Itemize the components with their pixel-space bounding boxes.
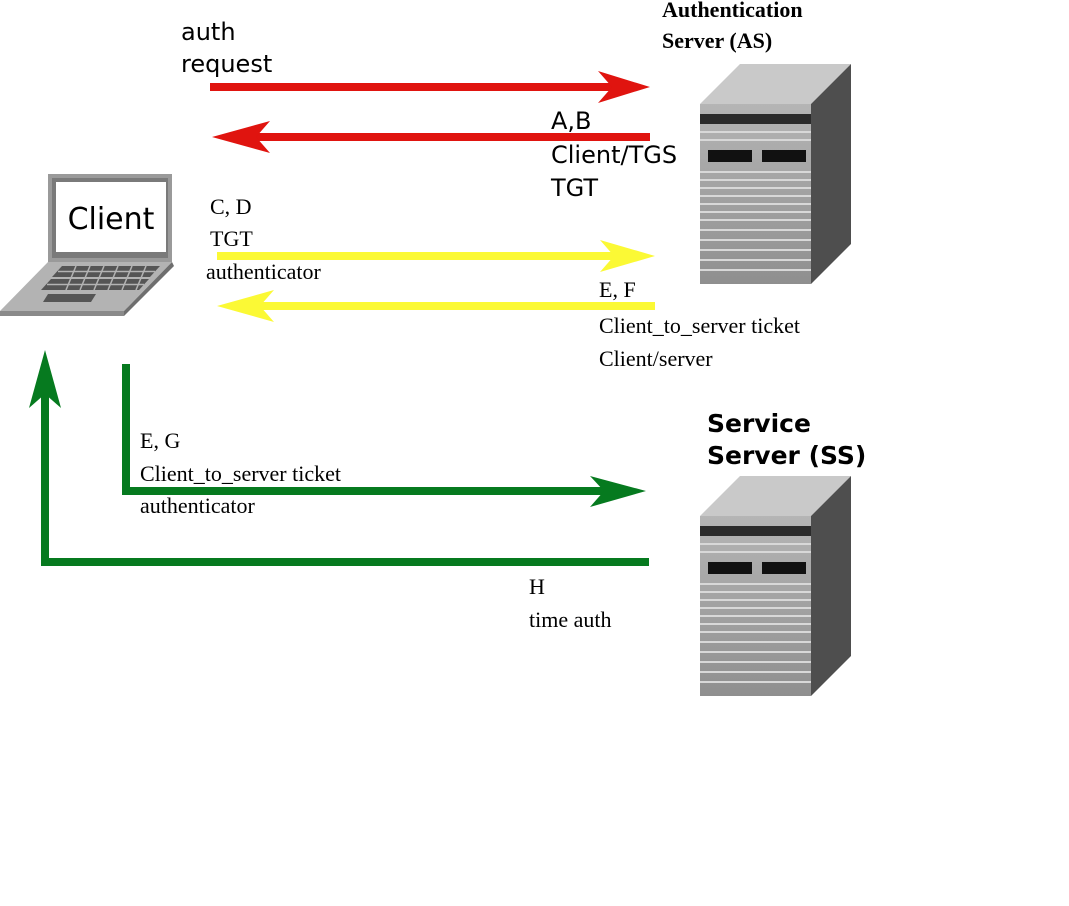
client-laptop-icon: Client [0,174,174,316]
ef-line3: Client/server [599,346,713,371]
auth-request-label: auth request [181,18,272,78]
service-server-title-line2: Server (SS) [707,441,866,470]
h-line2: time auth [529,607,611,632]
ab-label: A,B Client/TGS TGT [550,107,677,202]
cd-line1: C, D [210,194,252,219]
eg-request-arrow [122,364,646,507]
ab-response-arrow [212,121,650,153]
cd-line3: authenticator [206,259,322,284]
ab-line2: Client/TGS [551,141,677,169]
eg-label: E, G Client_to_server ticket authenticat… [140,428,341,518]
auth-request-line2: request [181,50,272,78]
h-line1: H [529,574,545,599]
authentication-server-icon [700,64,851,284]
ab-line1: A,B [551,107,592,135]
h-label: H time auth [529,574,611,632]
service-server-icon [700,476,851,696]
ef-line2: Client_to_server ticket [599,313,800,338]
cd-request-arrow [217,240,655,272]
auth-server-title-line2: Server (AS) [662,28,772,53]
eg-line3: authenticator [140,493,256,518]
h-response-arrow [29,350,649,566]
eg-line2: Client_to_server ticket [140,461,341,486]
client-label: Client [68,202,155,237]
ef-line1: E, F [599,277,636,302]
ab-line3: TGT [550,174,598,202]
auth-request-line1: auth [181,18,236,46]
ef-label: E, F Client_to_server ticket Client/serv… [599,277,800,371]
eg-line1: E, G [140,428,180,453]
cd-line2: TGT [210,226,253,251]
service-server-title-line1: Service [707,409,811,438]
cd-label: C, D TGT authenticator [206,194,322,284]
auth-request-arrow [210,71,650,103]
auth-server-title-line1: Authentication [662,0,803,22]
ef-response-arrow [217,290,655,322]
